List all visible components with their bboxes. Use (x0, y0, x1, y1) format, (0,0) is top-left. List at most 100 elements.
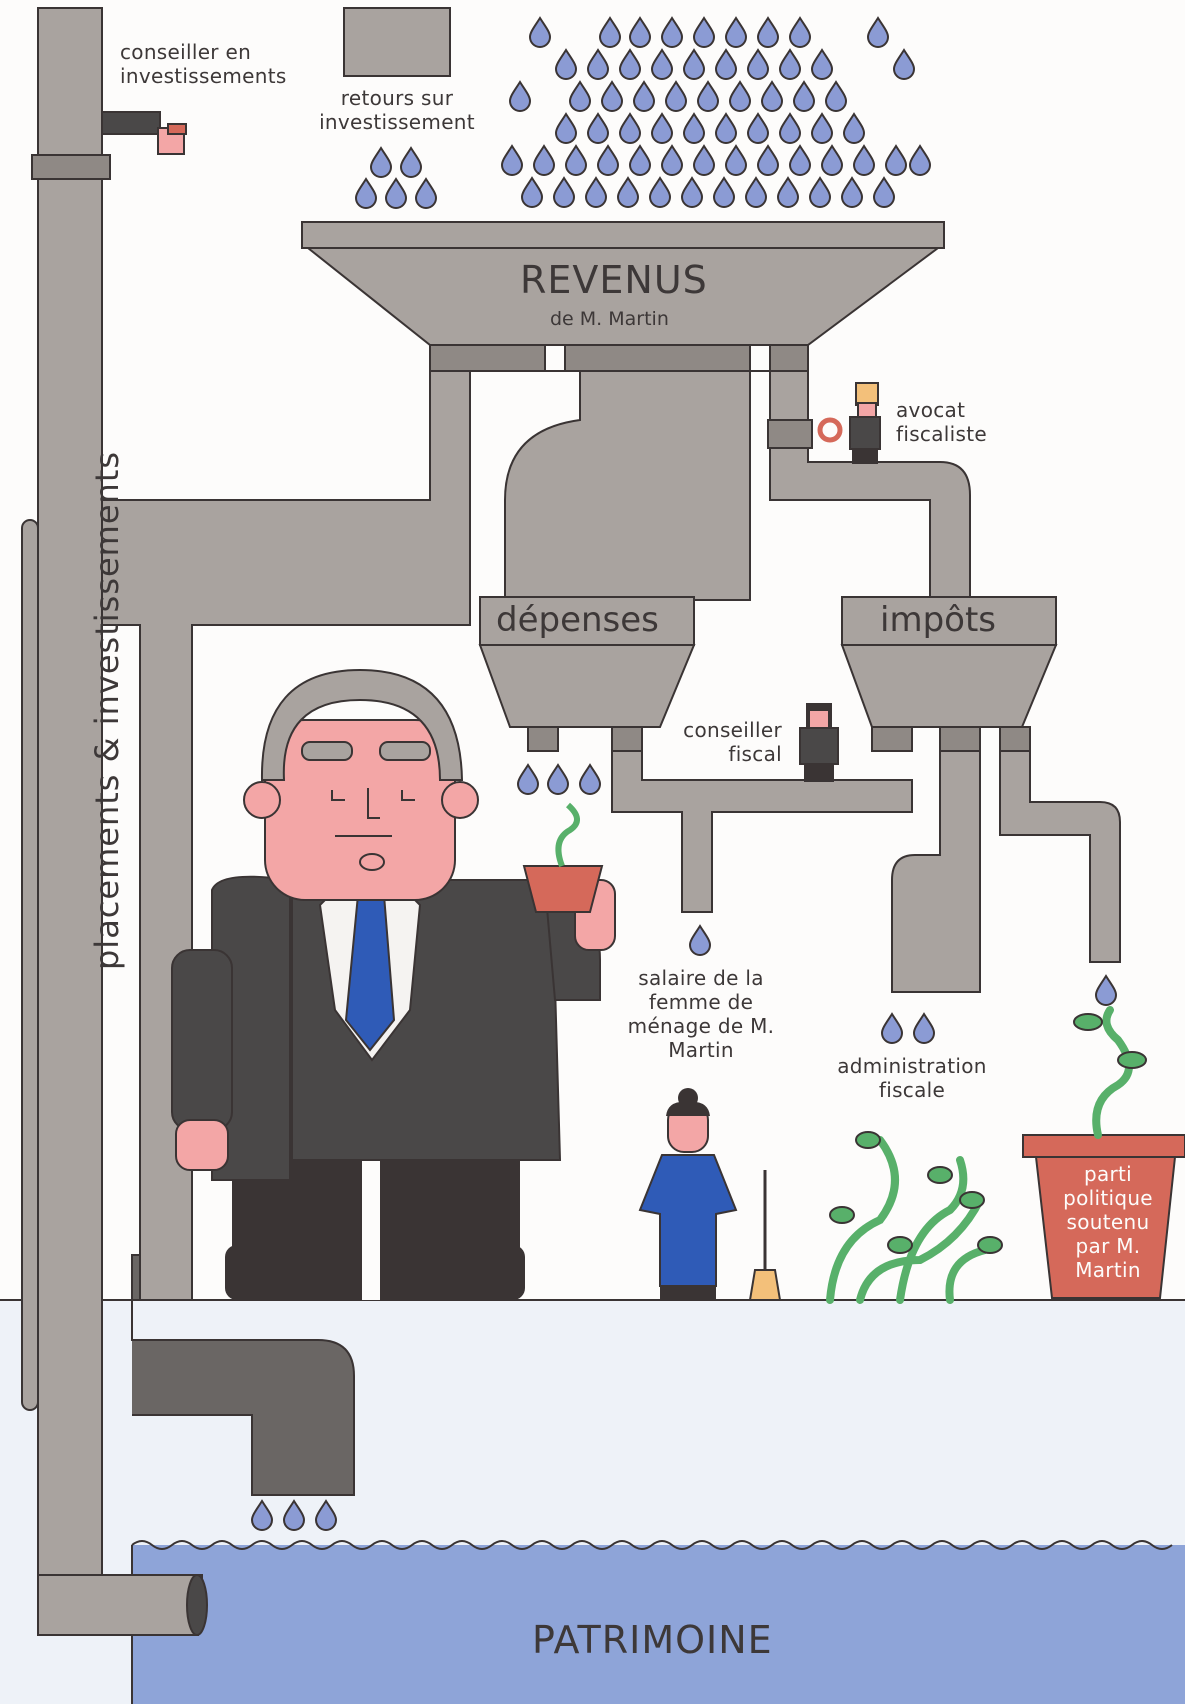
mr-martin-figure (171, 668, 616, 1300)
drop-icon (555, 113, 577, 144)
income-rain-drops (501, 17, 931, 208)
drop-icon (725, 17, 747, 48)
drop-icon (619, 49, 641, 80)
drop-icon (529, 17, 551, 48)
drop-icon (509, 81, 531, 112)
label-spending: dépenses (496, 600, 659, 640)
drop-icon (565, 145, 587, 176)
investment-pipe (21, 7, 208, 1636)
drop-icon (501, 145, 523, 176)
drop-icon (757, 17, 779, 48)
tax-advisor-figure (799, 703, 839, 782)
drop-icon (747, 49, 769, 80)
taxes-funnel (840, 596, 1058, 752)
income-funnel (301, 221, 945, 372)
drop-icon (909, 145, 931, 176)
drop-icon (715, 49, 737, 80)
label-tax-lawyer: avocat fiscaliste (896, 398, 987, 446)
drop-icon (597, 145, 619, 176)
drop-icon (619, 113, 641, 144)
drop-icon (617, 177, 639, 208)
drop-icon (793, 81, 815, 112)
drop-icon (853, 145, 875, 176)
tax-admin-drops (881, 1013, 935, 1044)
drop-icon (649, 177, 671, 208)
drop-icon (779, 49, 801, 80)
drop-icon (683, 49, 705, 80)
drop-icon (553, 177, 575, 208)
drop-icon (757, 145, 779, 176)
label-tax-advisor: conseiller fiscal (683, 718, 782, 766)
drop-icon (629, 17, 651, 48)
drop-icon (587, 49, 609, 80)
tax-admin-pipe (891, 750, 981, 993)
drop-icon (697, 81, 719, 112)
party-pipe (999, 750, 1121, 963)
drop-icon (779, 113, 801, 144)
drop-icon (843, 113, 865, 144)
label-tax-admin: administration fiscale (837, 1054, 987, 1102)
drop-icon (629, 145, 651, 176)
drop-icon (811, 113, 833, 144)
drop-icon (633, 81, 655, 112)
drop-icon (599, 17, 621, 48)
party-drop (1095, 975, 1117, 1006)
label-income: REVENUS (520, 258, 708, 302)
drop-icon (885, 145, 907, 176)
salary-pipe (611, 750, 913, 913)
spending-pipe (504, 370, 751, 601)
label-investments: placements & investissements (88, 450, 126, 970)
drop-icon (665, 81, 687, 112)
drop-icon (761, 81, 783, 112)
drop-icon (725, 145, 747, 176)
drop-icon (867, 17, 889, 48)
plant-icon (555, 802, 580, 868)
label-wealth: PATRIMOINE (532, 1618, 773, 1662)
drop-icon (693, 17, 715, 48)
drop-icon (521, 177, 543, 208)
wealth-pool (131, 1540, 1185, 1704)
drop-icon (693, 145, 715, 176)
label-party: parti politique soutenu par M. Martin (1063, 1162, 1153, 1282)
drop-icon (681, 177, 703, 208)
drop-icon (745, 177, 767, 208)
drop-icon (715, 113, 737, 144)
drop-icon (789, 17, 811, 48)
drop-icon (661, 17, 683, 48)
reinvest-pipe (101, 369, 471, 1301)
returns-drops (355, 147, 437, 209)
drop-icon (569, 81, 591, 112)
drop-icon (585, 177, 607, 208)
label-maid-salary: salaire de la femme de ménage de M. Mart… (627, 966, 775, 1062)
valve-icon (817, 417, 843, 443)
drop-icon (533, 145, 555, 176)
drop-icon (893, 49, 915, 80)
returns-dropper (343, 7, 451, 77)
drop-icon (683, 113, 705, 144)
drop-icon (713, 177, 735, 208)
tax-lawyer-figure (817, 382, 881, 464)
drop-icon (789, 145, 811, 176)
drop-icon (841, 177, 863, 208)
label-taxes: impôts (880, 600, 996, 640)
drop-icon (821, 145, 843, 176)
tax-valve-joint (767, 419, 813, 449)
label-investment-returns: retours sur investissement (319, 86, 475, 134)
drop-icon (651, 113, 673, 144)
drop-icon (651, 49, 673, 80)
label-investment-advisor: conseiller en investissements (120, 40, 287, 88)
drop-icon (747, 113, 769, 144)
maid-figure (638, 1088, 782, 1301)
drop-icon (777, 177, 799, 208)
wealth-drops (251, 1500, 337, 1531)
salary-drop (689, 925, 711, 956)
investment-advisor-figure (101, 111, 187, 155)
drop-icon (555, 49, 577, 80)
label-income-sub: de M. Martin (550, 308, 669, 330)
tax-admin-plant (826, 1131, 1003, 1304)
party-pot (1022, 1006, 1185, 1299)
spending-funnel (478, 596, 696, 752)
drop-icon (811, 49, 833, 80)
